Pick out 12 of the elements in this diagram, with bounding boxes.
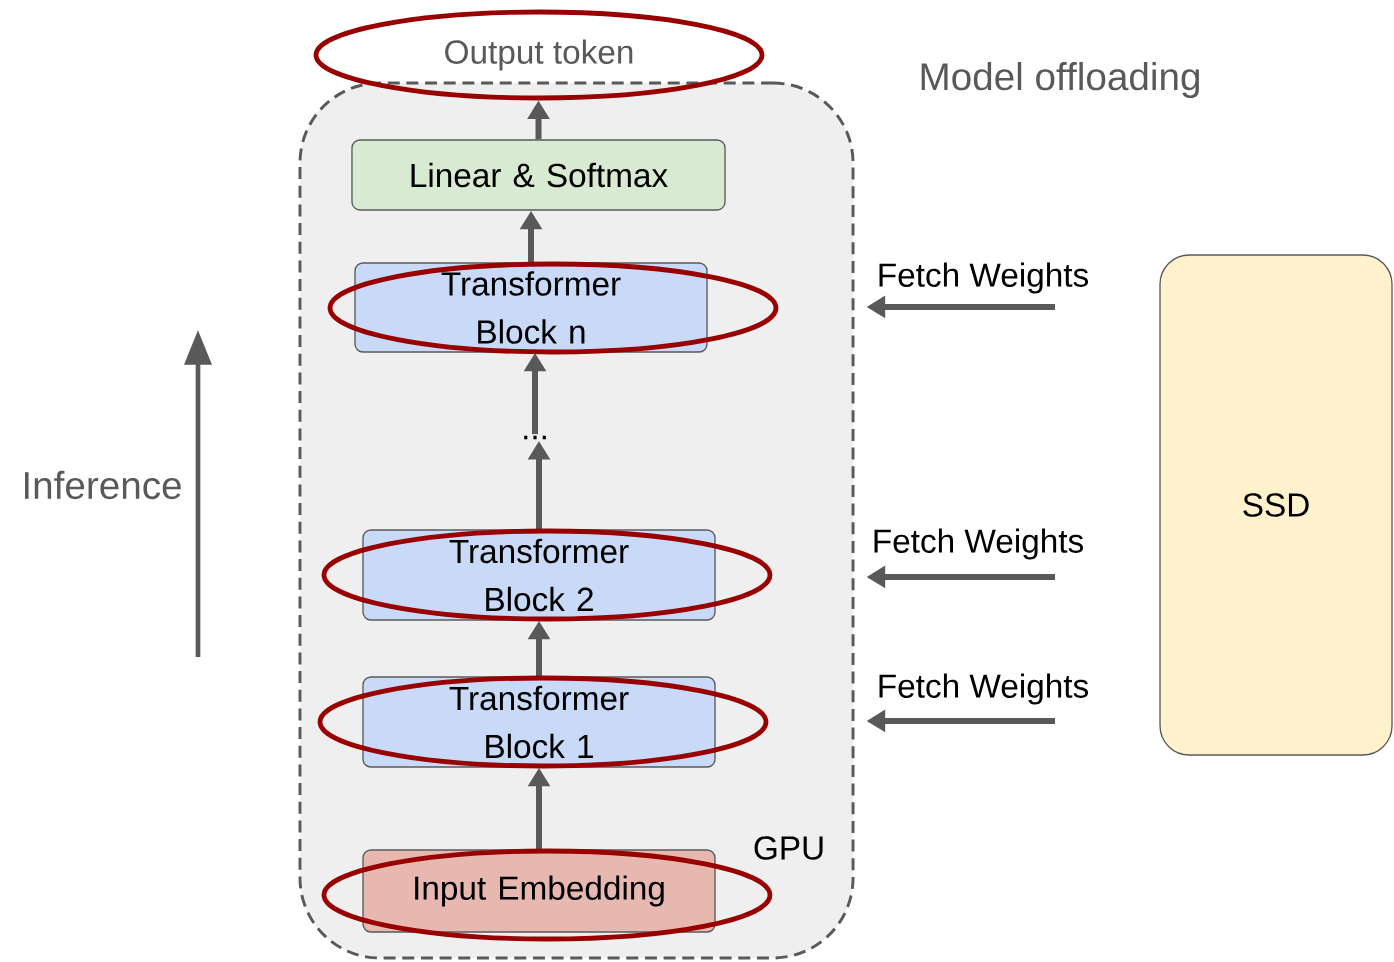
edge-label: Fetch Weights [875,261,1091,295]
edge-label: Fetch Weights [870,527,1086,561]
process-box: Transformer Block 2 [362,529,716,621]
side-label: Inference [25,470,181,500]
process-box: Linear & Softmax [351,139,726,211]
process-box: Transformer Block n [354,262,708,353]
model-title: Model offloading [921,61,1199,98]
edge-label: Fetch Weights [875,672,1091,706]
ellipsis-text: ... [524,435,546,440]
process-box: Transformer Block 1 [362,676,716,768]
storage-box: SSD [1159,254,1393,756]
process-box: Input Embedding [362,849,716,933]
